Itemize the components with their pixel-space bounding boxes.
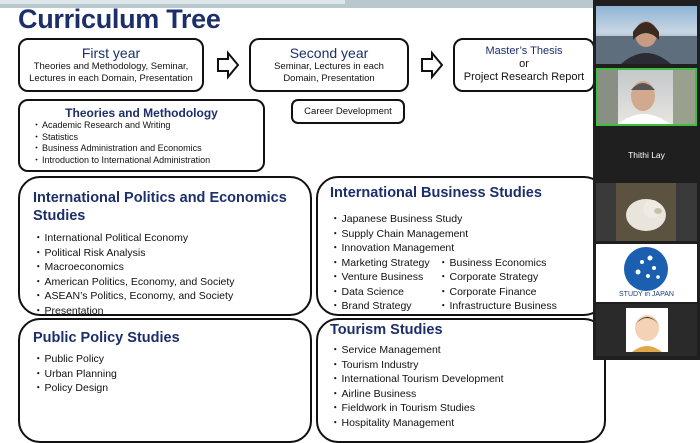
thesis-line-1: Master’s Thesis <box>485 45 563 57</box>
thesis-line-3: Project Research Report <box>463 71 585 83</box>
first-year-box: First year Theories and Methodology, Sem… <box>18 38 204 92</box>
list-item: Urban Planning <box>33 367 310 382</box>
ibs-list-right: Business Economics Corporate Strategy Co… <box>438 256 557 314</box>
list-item: Supply Chain Management <box>330 227 604 242</box>
tourism-box: Tourism Studies Service Management Touri… <box>316 318 606 443</box>
list-item: Public Policy <box>33 352 310 367</box>
participant-video-4[interactable]: STUDY in JAPAN <box>596 244 697 302</box>
list-item: Corporate Strategy <box>438 270 557 285</box>
slide-title: Curriculum Tree <box>18 4 221 34</box>
pig-figurine-icon <box>616 183 676 241</box>
study-in-japan-logo-icon <box>624 247 668 291</box>
list-item: Presentation <box>33 304 310 319</box>
person-icon <box>598 70 695 124</box>
participant-video-1[interactable] <box>596 6 697 64</box>
list-item: Tourism Industry <box>330 358 604 373</box>
participant-name-label: Thithi Lay <box>628 150 665 160</box>
second-year-heading: Second year <box>289 45 369 61</box>
arrow-right-icon <box>217 50 240 80</box>
ibs-heading: International Business Studies <box>330 185 542 201</box>
list-item: American Politics, Economy, and Society <box>33 275 310 290</box>
thesis-box: Master’s Thesis or Project Research Repo… <box>453 38 595 92</box>
first-year-heading: First year <box>81 45 141 61</box>
list-item: Corporate Finance <box>438 285 557 300</box>
list-item: International Tourism Development <box>330 372 604 387</box>
theories-box: Theories and Methodology Academic Resear… <box>18 99 265 172</box>
list-item: Venture Business <box>330 270 438 285</box>
list-item: Airline Business <box>330 387 604 402</box>
list-item: Statistics <box>32 132 263 144</box>
ipe-heading-1: International Politics and Economics <box>33 190 287 206</box>
career-development-label: Career Development <box>304 106 392 117</box>
thesis-line-2: or <box>519 58 529 70</box>
ibs-list: Japanese Business Study Supply Chain Man… <box>330 212 604 256</box>
second-year-desc-1: Seminar, Lectures in each <box>274 61 384 72</box>
list-item: Infrastructure Business <box>438 299 557 314</box>
list-item: International Political Economy <box>33 231 310 246</box>
list-item: Business Administration and Economics <box>32 143 263 155</box>
list-item: Innovation Management <box>330 241 604 256</box>
list-item: Marketing Strategy <box>330 256 438 271</box>
theories-list: Academic Research and Writing Statistics… <box>32 120 263 166</box>
list-item: Hospitality Management <box>330 416 604 431</box>
list-item: Policy Design <box>33 381 310 396</box>
first-year-desc-2: Lectures in each Domain, Presentation <box>29 73 193 84</box>
person-icon <box>596 21 697 64</box>
avatar-icon <box>626 308 668 352</box>
list-item: Introduction to International Administra… <box>32 155 263 167</box>
slide-top-bar-accent <box>0 0 345 4</box>
list-item: Academic Research and Writing <box>32 120 263 132</box>
ibs-list-left: Marketing Strategy Venture Business Data… <box>330 256 438 314</box>
list-item: Business Economics <box>438 256 557 271</box>
slide-top-bar <box>0 0 700 8</box>
list-item: Service Management <box>330 343 604 358</box>
pps-list: Public Policy Urban Planning Policy Desi… <box>33 352 310 396</box>
second-year-box: Second year Seminar, Lectures in each Do… <box>249 38 409 92</box>
ipe-heading-2: Studies <box>33 208 86 224</box>
second-year-desc-2: Domain, Presentation <box>283 73 375 84</box>
theories-heading: Theories and Methodology <box>65 106 218 120</box>
participant-video-5[interactable] <box>596 304 697 356</box>
list-item: ASEAN’s Politics, Economy, and Society <box>33 289 310 304</box>
participant-video-2-active[interactable] <box>596 68 697 126</box>
tourism-list: Service Management Tourism Industry Inte… <box>330 343 604 430</box>
ipe-list: International Political Economy Politica… <box>33 231 310 318</box>
list-item: Brand Strategy <box>330 299 438 314</box>
pps-box: Public Policy Studies Public Policy Urba… <box>18 318 312 443</box>
arrow-right-icon <box>421 50 444 80</box>
participant-video-3[interactable] <box>596 183 697 241</box>
list-item: Fieldwork in Tourism Studies <box>330 401 604 416</box>
list-item: Data Science <box>330 285 438 300</box>
ibs-box: International Business Studies Japanese … <box>316 176 606 316</box>
pps-heading: Public Policy Studies <box>33 330 180 346</box>
list-item: Macroeconomics <box>33 260 310 275</box>
ipe-box: International Politics and Economics Stu… <box>18 176 312 318</box>
list-item: Political Risk Analysis <box>33 246 310 261</box>
tourism-heading: Tourism Studies <box>330 322 443 338</box>
list-item: Japanese Business Study <box>330 212 604 227</box>
first-year-desc-1: Theories and Methodology, Seminar, <box>33 61 189 72</box>
career-development-box: Career Development <box>291 99 405 124</box>
study-in-japan-logo-text: STUDY in JAPAN <box>619 291 674 298</box>
